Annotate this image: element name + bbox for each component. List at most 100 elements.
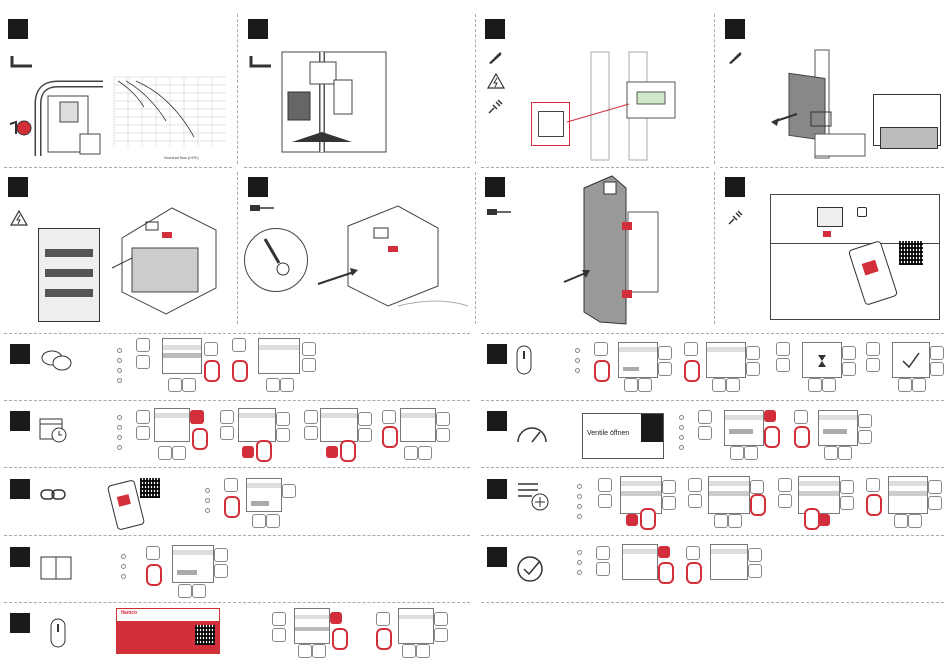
menu-button[interactable] (272, 628, 286, 642)
nav-button[interactable] (182, 378, 196, 392)
confirm-button[interactable] (242, 446, 254, 458)
menu-button[interactable] (146, 546, 160, 560)
nav-button[interactable] (252, 514, 266, 528)
nav-button[interactable] (266, 378, 280, 392)
menu-button[interactable] (272, 612, 286, 626)
nav-button[interactable] (658, 346, 672, 360)
nav-button[interactable] (824, 446, 838, 460)
nav-button[interactable] (302, 342, 316, 356)
nav-button[interactable] (624, 378, 638, 392)
nav-button[interactable] (658, 362, 672, 376)
nav-button[interactable] (304, 426, 318, 440)
nav-button[interactable] (744, 446, 758, 460)
nav-button[interactable] (730, 446, 744, 460)
nav-button[interactable] (436, 412, 450, 426)
menu-button[interactable] (594, 342, 608, 356)
nav-button[interactable] (204, 342, 218, 356)
confirm-button[interactable] (626, 514, 638, 526)
nav-button[interactable] (282, 484, 296, 498)
nav-button[interactable] (778, 494, 792, 508)
nav-button[interactable] (776, 342, 790, 356)
confirm-button[interactable] (658, 546, 670, 558)
nav-button[interactable] (436, 428, 450, 442)
nav-button[interactable] (778, 478, 792, 492)
menu-button[interactable] (598, 494, 612, 508)
nav-button[interactable] (192, 584, 206, 598)
nav-button[interactable] (358, 428, 372, 442)
nav-button[interactable] (908, 514, 922, 528)
nav-button[interactable] (358, 412, 372, 426)
nav-button[interactable] (416, 644, 430, 658)
nav-button[interactable] (276, 428, 290, 442)
menu-button[interactable] (136, 426, 150, 440)
nav-button[interactable] (418, 446, 432, 460)
nav-button[interactable] (686, 546, 700, 560)
nav-button[interactable] (776, 358, 790, 372)
nav-button[interactable] (232, 338, 246, 352)
nav-button[interactable] (840, 480, 854, 494)
nav-button[interactable] (728, 514, 742, 528)
nav-button[interactable] (842, 362, 856, 376)
nav-button[interactable] (894, 514, 908, 528)
nav-button[interactable] (214, 548, 228, 562)
nav-button[interactable] (266, 514, 280, 528)
nav-button[interactable] (794, 410, 808, 424)
nav-button[interactable] (858, 414, 872, 428)
nav-button[interactable] (376, 612, 390, 626)
nav-button[interactable] (662, 496, 676, 510)
nav-button[interactable] (928, 480, 942, 494)
nav-button[interactable] (750, 480, 764, 494)
menu-button[interactable] (698, 410, 712, 424)
nav-button[interactable] (688, 478, 702, 492)
nav-button[interactable] (302, 358, 316, 372)
nav-button[interactable] (214, 564, 228, 578)
nav-button[interactable] (714, 514, 728, 528)
menu-button[interactable] (596, 562, 610, 576)
nav-button[interactable] (220, 426, 234, 440)
nav-button[interactable] (822, 378, 836, 392)
nav-button[interactable] (746, 346, 760, 360)
nav-button[interactable] (912, 378, 926, 392)
nav-button[interactable] (304, 410, 318, 424)
nav-button[interactable] (168, 378, 182, 392)
menu-button[interactable] (596, 546, 610, 560)
nav-button[interactable] (866, 358, 880, 372)
confirm-button[interactable] (764, 410, 776, 422)
nav-button[interactable] (748, 548, 762, 562)
menu-button[interactable] (598, 478, 612, 492)
nav-button[interactable] (172, 446, 186, 460)
nav-button[interactable] (298, 644, 312, 658)
nav-button[interactable] (858, 430, 872, 444)
confirm-button[interactable] (190, 410, 204, 424)
nav-button[interactable] (158, 446, 172, 460)
nav-button[interactable] (748, 564, 762, 578)
nav-button[interactable] (840, 496, 854, 510)
nav-button[interactable] (382, 410, 396, 424)
nav-button[interactable] (930, 362, 944, 376)
confirm-button[interactable] (330, 612, 342, 624)
nav-button[interactable] (898, 378, 912, 392)
nav-button[interactable] (178, 584, 192, 598)
nav-button[interactable] (746, 362, 760, 376)
nav-button[interactable] (280, 378, 294, 392)
nav-button[interactable] (688, 494, 702, 508)
nav-button[interactable] (808, 378, 822, 392)
nav-button[interactable] (434, 612, 448, 626)
nav-button[interactable] (638, 378, 652, 392)
menu-button[interactable] (136, 355, 150, 369)
nav-button[interactable] (712, 378, 726, 392)
nav-button[interactable] (684, 342, 698, 356)
nav-button[interactable] (842, 346, 856, 360)
menu-button[interactable] (698, 426, 712, 440)
nav-button[interactable] (838, 446, 852, 460)
nav-button[interactable] (402, 644, 416, 658)
nav-button[interactable] (404, 446, 418, 460)
nav-button[interactable] (434, 628, 448, 642)
nav-button[interactable] (866, 478, 880, 492)
nav-button[interactable] (220, 410, 234, 424)
confirm-button[interactable] (818, 514, 830, 526)
menu-button[interactable] (224, 478, 238, 492)
menu-button[interactable] (136, 338, 150, 352)
nav-button[interactable] (930, 346, 944, 360)
nav-button[interactable] (866, 342, 880, 356)
